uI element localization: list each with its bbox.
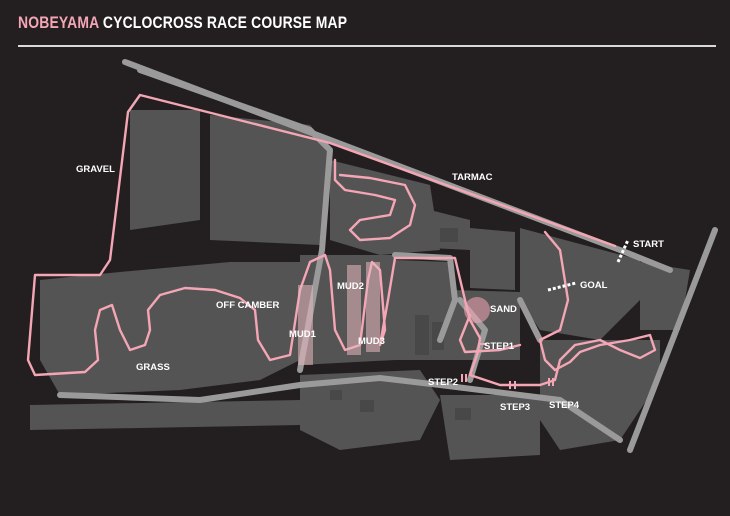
label-goal: GOAL	[580, 280, 608, 291]
label-mud1: MUD1	[289, 329, 317, 340]
label-step1: STEP1	[484, 341, 515, 352]
label-sand: SAND	[490, 304, 517, 315]
mud1-zone	[298, 285, 313, 365]
label-off-camber: OFF CAMBER	[216, 300, 279, 311]
label-start: START	[633, 239, 664, 250]
mud3-zone	[366, 262, 380, 352]
label-mud2: MUD2	[337, 281, 364, 292]
map-title-text: CYCLOCROSS RACE COURSE MAP	[98, 13, 348, 32]
title-divider	[18, 45, 716, 47]
label-step3: STEP3	[500, 402, 530, 413]
label-step4: STEP4	[549, 400, 580, 411]
buildings	[330, 228, 471, 420]
mud2-zone	[347, 265, 361, 355]
mud-zones	[298, 262, 380, 365]
label-mud3: MUD3	[358, 336, 385, 347]
sand-area	[464, 297, 490, 323]
label-step2: STEP2	[428, 377, 458, 388]
race-course	[26, 93, 657, 387]
label-grass: GRASS	[136, 362, 170, 373]
map-title-accent: NOBEYAMA	[18, 13, 99, 32]
terrain	[30, 110, 690, 460]
start-marker	[616, 239, 630, 263]
label-tarmac: TARMAC	[452, 172, 493, 183]
map-title: NOBEYAMA CYCLOCROSS RACE COURSE MAP	[18, 13, 347, 33]
road-east	[627, 227, 718, 453]
label-gravel: GRAVEL	[76, 164, 115, 175]
step-markers	[461, 343, 554, 389]
